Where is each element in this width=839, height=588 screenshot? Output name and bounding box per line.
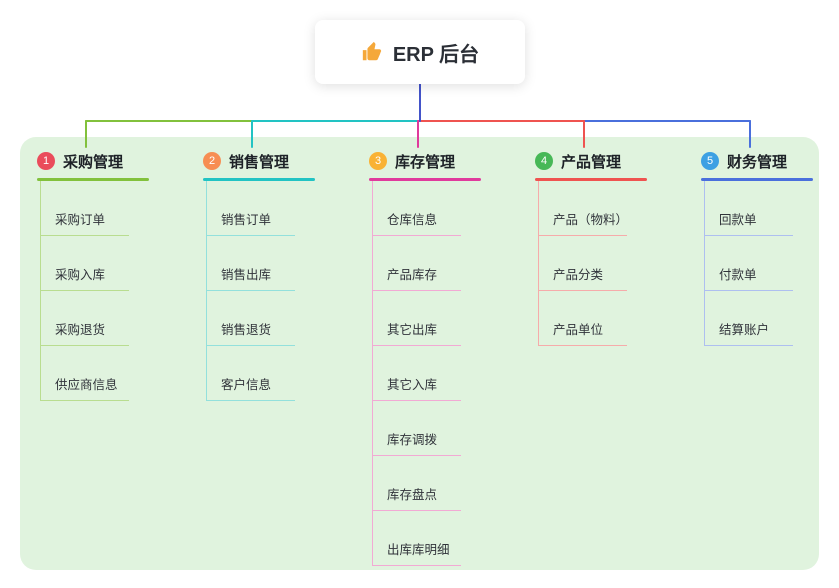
child-node[interactable]: 销售订单 (207, 181, 295, 236)
child-label: 付款单 (719, 268, 757, 282)
branch-number-badge: 4 (535, 152, 553, 170)
child-node[interactable]: 产品单位 (539, 291, 627, 346)
branch-children: 采购订单采购入库采购退货供应商信息 (40, 181, 129, 401)
branch-3: 3 库存管理仓库信息产品库存其它出库其它入库库存调拨库存盘点出库库明细 (369, 148, 529, 566)
branch-4: 4 产品管理产品（物料） 产品分类产品单位 (535, 148, 695, 346)
child-node[interactable]: 产品库存 (373, 236, 461, 291)
branch-label: 采购管理 (63, 153, 124, 171)
child-label: 仓库信息 (387, 213, 438, 227)
child-node[interactable]: 采购入库 (41, 236, 129, 291)
branch-node[interactable]: 3 库存管理 (369, 148, 529, 174)
branch-children: 回款单付款单结算账户 (704, 181, 793, 346)
branch-node[interactable]: 2 销售管理 (203, 148, 363, 174)
child-node[interactable]: 供应商信息 (41, 346, 129, 401)
child-label: 库存调拨 (387, 433, 438, 447)
branch-5: 5 财务管理回款单付款单结算账户 (701, 148, 839, 346)
child-node[interactable]: 产品分类 (539, 236, 627, 291)
child-label: 采购退货 (55, 323, 106, 337)
child-node[interactable]: 库存调拨 (373, 401, 461, 456)
child-node[interactable]: 销售退货 (207, 291, 295, 346)
branch-underline (701, 178, 813, 181)
child-node[interactable]: 付款单 (705, 236, 793, 291)
child-label: 销售出库 (221, 268, 272, 282)
branch-underline (203, 178, 315, 181)
child-node[interactable]: 采购退货 (41, 291, 129, 346)
child-label: 供应商信息 (55, 378, 118, 392)
branch-number-badge: 3 (369, 152, 387, 170)
child-node[interactable]: 库存盘点 (373, 456, 461, 511)
branch-underline (37, 178, 149, 181)
branch-label: 销售管理 (229, 153, 290, 171)
branch-1: 1 采购管理采购订单采购入库采购退货供应商信息 (37, 148, 197, 401)
branch-underline (535, 178, 647, 181)
branch-node[interactable]: 1 采购管理 (37, 148, 197, 174)
branch-children: 销售订单销售出库销售退货客户信息 (206, 181, 295, 401)
branch-label: 产品管理 (561, 153, 622, 171)
child-node[interactable]: 其它入库 (373, 346, 461, 401)
child-label: 销售退货 (221, 323, 272, 337)
child-label: 产品（物料） (553, 213, 629, 227)
branch-underline (369, 178, 481, 181)
child-label: 其它入库 (387, 378, 438, 392)
branch-number-badge: 2 (203, 152, 221, 170)
branches-background-panel (20, 137, 819, 570)
root-node-label: ERP 后台 (392, 43, 480, 66)
branch-number-badge: 5 (701, 152, 719, 170)
child-label: 回款单 (719, 213, 757, 227)
branch-2: 2 销售管理销售订单销售出库销售退货客户信息 (203, 148, 363, 401)
child-node[interactable]: 客户信息 (207, 346, 295, 401)
child-node[interactable]: 产品（物料） (539, 181, 629, 236)
child-node[interactable]: 回款单 (705, 181, 793, 236)
child-label: 采购订单 (55, 213, 106, 227)
child-label: 其它出库 (387, 323, 438, 337)
child-node[interactable]: 出库库明细 (373, 511, 461, 566)
branch-label: 库存管理 (395, 153, 456, 171)
branch-number-badge: 1 (37, 152, 55, 170)
child-label: 库存盘点 (387, 488, 438, 502)
child-node[interactable]: 销售出库 (207, 236, 295, 291)
child-node[interactable]: 仓库信息 (373, 181, 461, 236)
child-node[interactable]: 采购订单 (41, 181, 129, 236)
child-label: 客户信息 (221, 378, 272, 392)
child-label: 销售订单 (221, 213, 272, 227)
child-node[interactable]: 结算账户 (705, 291, 793, 346)
branch-children: 产品（物料） 产品分类产品单位 (538, 181, 629, 346)
child-label: 产品库存 (387, 268, 438, 282)
thumbs-up-icon (361, 41, 383, 63)
child-node[interactable]: 其它出库 (373, 291, 461, 346)
child-label: 产品分类 (553, 268, 604, 282)
child-label: 产品单位 (553, 323, 604, 337)
root-node[interactable]: ERP 后台 (315, 20, 525, 84)
branch-label: 财务管理 (727, 153, 788, 171)
branch-node[interactable]: 4 产品管理 (535, 148, 695, 174)
child-label: 结算账户 (719, 323, 770, 337)
branch-node[interactable]: 5 财务管理 (701, 148, 839, 174)
child-label: 出库库明细 (387, 543, 450, 557)
child-label: 采购入库 (55, 268, 106, 282)
branch-children: 仓库信息产品库存其它出库其它入库库存调拨库存盘点出库库明细 (372, 181, 461, 566)
